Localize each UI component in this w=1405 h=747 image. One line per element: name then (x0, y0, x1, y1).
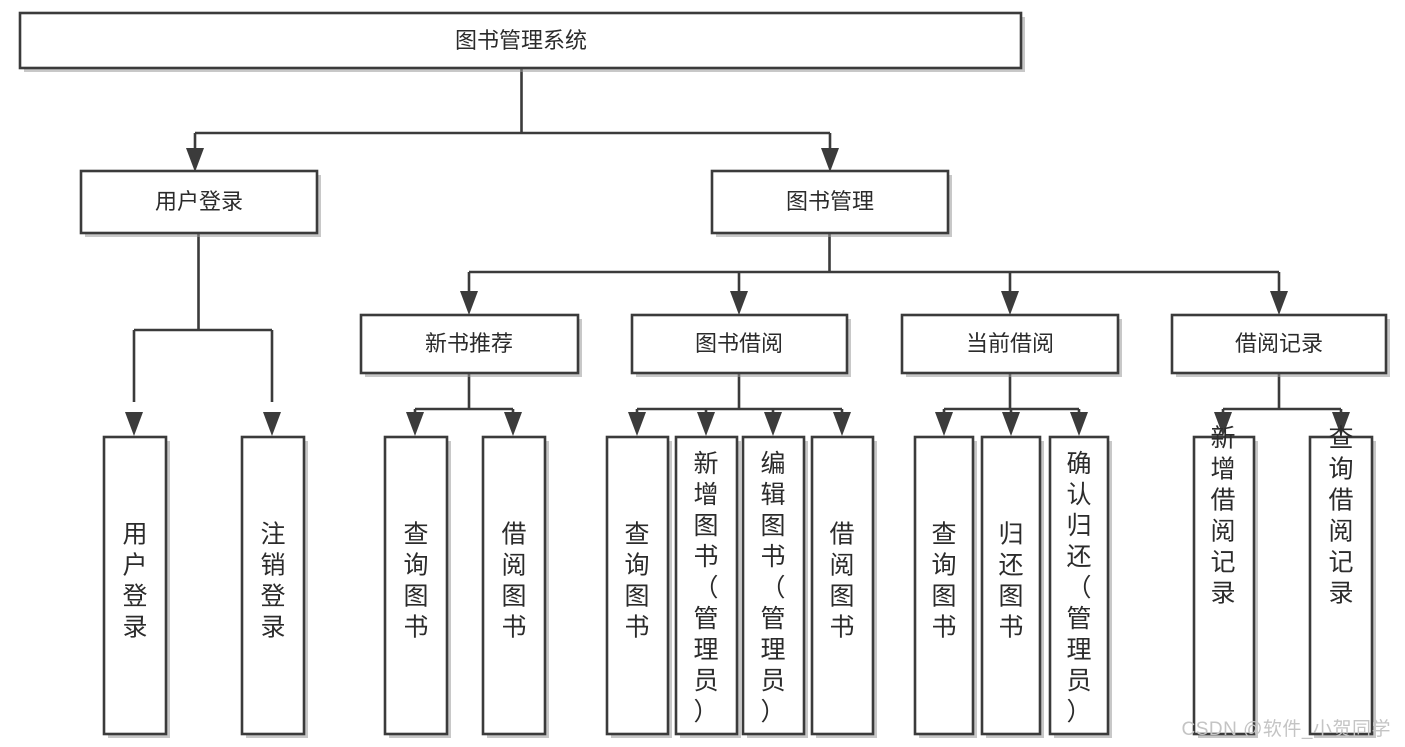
leaf-user-login-label: 用户登录 (122, 521, 147, 642)
leaf-current-query-book-label: 查询图书 (931, 521, 956, 642)
leaf-recommend-borrow-book-box[interactable] (481, 435, 547, 736)
node-root[interactable]: 图书管理系统 (18, 11, 1025, 72)
arrow-to-user-login (186, 148, 204, 172)
node-user-login[interactable]: 用户登录 (79, 169, 321, 237)
node-new-book-recommend-label: 新书推荐 (425, 331, 513, 356)
leaf-return-book-box[interactable] (980, 435, 1042, 736)
node-book-manage[interactable]: 图书管理 (710, 169, 952, 237)
leaf-return-book-label: 归还图书 (998, 521, 1023, 642)
leaf-borrow-query-book[interactable]: 查询图书 (605, 435, 672, 738)
leaf-recommend-query-book-label: 查询图书 (403, 521, 428, 642)
leaf-logout[interactable]: 注销登录 (240, 435, 308, 738)
leaf-add-book[interactable]: 新增图书（管理员） (674, 435, 741, 738)
connector-borrow-record-bus (1221, 374, 1343, 418)
node-borrow-record[interactable]: 借阅记录 (1170, 313, 1390, 377)
leaf-borrow-borrow-book-label: 借阅图书 (829, 521, 854, 642)
leaf-edit-book-label: 编辑图书（管理员） (760, 450, 785, 726)
arrow-to-leaf-borrow-book-1 (504, 412, 522, 436)
node-user-login-box[interactable] (79, 169, 319, 235)
node-root-label: 图书管理系统 (455, 28, 587, 53)
leaf-current-query-book[interactable]: 查询图书 (913, 435, 977, 738)
leaf-borrow-query-book-label: 查询图书 (624, 521, 649, 642)
leaf-current-query-book-box[interactable] (913, 435, 975, 736)
arrow-to-leaf-borrow-book-2 (833, 412, 851, 436)
leaf-recommend-query-book-box[interactable] (383, 435, 449, 736)
node-borrow-record-label: 借阅记录 (1235, 331, 1323, 356)
leaf-borrow-query-book-box[interactable] (605, 435, 670, 736)
connector-user-login-bus (132, 234, 274, 402)
connector-new-book-bus (413, 374, 515, 418)
arrow-to-leaf-query-record (1332, 412, 1350, 436)
leaf-add-book-label: 新增图书（管理员） (693, 450, 718, 726)
connector-book-manage-bus (467, 234, 1281, 296)
node-borrow-record-box[interactable] (1170, 313, 1388, 375)
node-book-borrow-box[interactable] (630, 313, 849, 375)
node-book-borrow[interactable]: 图书借阅 (630, 313, 851, 377)
node-current-borrow[interactable]: 当前借阅 (900, 313, 1122, 377)
leaf-borrow-borrow-book[interactable]: 借阅图书 (810, 435, 877, 738)
node-book-borrow-label: 图书借阅 (695, 331, 783, 356)
node-new-book-recommend[interactable]: 新书推荐 (359, 313, 582, 377)
arrow-to-leaf-return-book (1002, 412, 1020, 436)
arrow-to-book-manage (821, 148, 839, 172)
leaf-query-record-box[interactable] (1308, 435, 1374, 736)
arrow-to-leaf-confirm-return (1070, 412, 1088, 436)
node-user-login-label: 用户登录 (155, 189, 243, 214)
node-book-manage-label: 图书管理 (786, 189, 874, 214)
leaf-query-record-label: 查询借阅记录 (1328, 425, 1353, 608)
node-current-borrow-box[interactable] (900, 313, 1120, 375)
arrow-to-leaf-query-book-1 (406, 412, 424, 436)
arrow-to-leaf-query-book-2 (628, 412, 646, 436)
connector-book-borrow-bus (635, 374, 844, 418)
node-current-borrow-label: 当前借阅 (966, 331, 1054, 356)
leaf-edit-book[interactable]: 编辑图书（管理员） (741, 435, 808, 738)
arrow-to-leaf-logout (263, 412, 281, 436)
node-root-box[interactable] (18, 11, 1023, 70)
arrow-to-new-book-recommend (460, 291, 478, 315)
arrow-to-current-borrow (1001, 291, 1019, 315)
leaf-add-record[interactable]: 新增借阅记录 (1192, 425, 1258, 739)
arrow-to-leaf-add-book (697, 412, 715, 436)
connector-root-bus (193, 69, 832, 158)
arrow-to-leaf-query-book-3 (935, 412, 953, 436)
leaf-user-login-box[interactable] (102, 435, 168, 736)
arrow-to-borrow-record (1270, 291, 1288, 315)
leaf-user-login[interactable]: 用户登录 (102, 435, 170, 738)
csdn-watermark: CSDN @软件_小贺同学 (1181, 719, 1391, 740)
leaf-recommend-borrow-book[interactable]: 借阅图书 (481, 435, 549, 738)
leaf-borrow-borrow-book-box[interactable] (810, 435, 875, 736)
leaf-confirm-return-box[interactable] (1048, 435, 1110, 736)
leaf-query-record[interactable]: 查询借阅记录 (1308, 425, 1376, 739)
arrow-to-leaf-edit-book (764, 412, 782, 436)
leaf-recommend-query-book[interactable]: 查询图书 (383, 435, 451, 738)
leaf-logout-label: 注销登录 (260, 521, 285, 642)
arrow-to-leaf-add-record (1214, 412, 1232, 436)
leaf-return-book[interactable]: 归还图书 (980, 435, 1044, 738)
node-book-manage-box[interactable] (710, 169, 950, 235)
leaf-logout-box[interactable] (240, 435, 306, 736)
leaf-edit-book-box[interactable] (741, 435, 806, 736)
arrow-to-leaf-user-login (125, 412, 143, 436)
leaf-confirm-return-label: 确认归还（管理员） (1066, 450, 1091, 726)
connector-layer (125, 69, 1350, 436)
connector-current-borrow-bus (942, 374, 1081, 418)
leaf-confirm-return[interactable]: 确认归还（管理员） (1048, 435, 1112, 738)
leaf-add-book-box[interactable] (674, 435, 739, 736)
arrow-to-book-borrow (730, 291, 748, 315)
leaf-add-record-label: 新增借阅记录 (1210, 425, 1235, 608)
leaf-recommend-borrow-book-label: 借阅图书 (501, 521, 526, 642)
leaf-add-record-box[interactable] (1192, 435, 1256, 736)
node-new-book-recommend-box[interactable] (359, 313, 580, 375)
